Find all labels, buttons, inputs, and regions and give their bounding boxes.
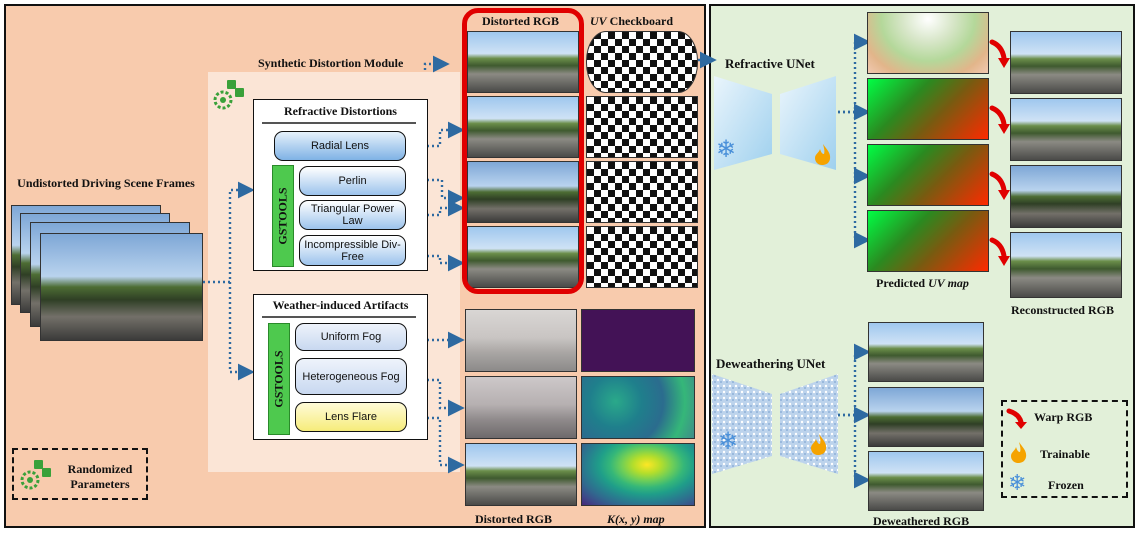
distorted-rgb-highlight [462, 8, 584, 294]
triangular-power-law-pill: Triangular Power Law [299, 200, 406, 230]
predicted-uv-3 [867, 144, 989, 206]
randomized-legend [12, 448, 148, 500]
weather-title: Weather-induced Artifacts [272, 298, 409, 312]
legend-frozen-label: Frozen [1048, 478, 1084, 492]
snowflake-icon: ❄ [718, 429, 739, 455]
weather-gstools-bar: GSTOOLS [268, 323, 290, 435]
predicted-uv-label-pre: Predicted [876, 276, 926, 290]
distorted-rgb-top-label: Distorted RGB [482, 14, 559, 28]
distorted-rgb-flare [465, 443, 577, 506]
gear-dice-icon [213, 80, 244, 110]
uv-checkboard-label: UV Checkboard [590, 14, 673, 29]
distorted-rgb-2 [467, 96, 579, 158]
reconstructed-rgb-label: Reconstructed RGB [1011, 303, 1114, 317]
warp-arrow-icon [989, 39, 1007, 61]
uv-checkboard-uv: UV [590, 14, 607, 28]
reconstructed-rgb-4 [1010, 232, 1122, 298]
gear-dice-icon [20, 460, 51, 490]
refractive-gstools-label: GSTOOLS [275, 187, 290, 245]
weather-gstools-label: GSTOOLS [271, 350, 286, 408]
snowflake-icon: ❄ [1008, 470, 1027, 495]
predicted-uv-2 [867, 78, 989, 140]
refractive-gstools-bar: GSTOOLS [272, 165, 294, 267]
uv-checker-4 [586, 226, 698, 288]
weather-divider [262, 316, 416, 318]
input-frame-front [40, 233, 203, 341]
warp-arrow-icon [1006, 408, 1027, 429]
distorted-rgb-3 [467, 161, 579, 223]
refractive-title: Refractive Distortions [284, 104, 397, 118]
uv-checker-1 [586, 31, 698, 93]
radial-lens-pill: Radial Lens [274, 131, 406, 161]
heterogeneous-fog-pill: Heterogeneous Fog [295, 358, 407, 395]
distorted-rgb-fog-1 [465, 309, 577, 372]
deweathering-unet-label: Deweathering UNet [716, 356, 826, 371]
flame-icon [815, 144, 831, 165]
deweathered-rgb-3 [868, 451, 984, 511]
distorted-rgb-1 [467, 31, 579, 93]
predicted-uv-label-italic: UV map [928, 276, 969, 290]
lens-flare-pill: Lens Flare [295, 402, 407, 432]
snowflake-icon: ❄ [716, 137, 737, 163]
perlin-pill: Perlin [299, 166, 406, 196]
deweathered-rgb-2 [868, 387, 984, 447]
module-title: Synthetic Distortion Module [258, 56, 404, 70]
uniform-fog-pill: Uniform Fog [295, 323, 407, 351]
distorted-rgb-fog-2 [465, 376, 577, 439]
uv-checkboard-rest: Checkboard [609, 14, 674, 28]
warp-arrow-icon [989, 105, 1007, 127]
distorted-rgb-bottom-label: Distorted RGB [475, 512, 552, 526]
uv-checker-3 [586, 161, 698, 223]
reconstructed-rgb-3 [1010, 165, 1122, 228]
predicted-uv-4 [867, 210, 989, 272]
deweathered-rgb-1 [868, 322, 984, 382]
k-map-label: K(x, y) map [607, 512, 665, 526]
refractive-unet-label: Refractive UNet [725, 56, 815, 71]
k-map-heterogeneous [581, 376, 695, 439]
legend-trainable-label: Trainable [1040, 447, 1090, 461]
incompressible-div-free-pill: Incompressible Div-Free [299, 235, 406, 266]
reconstructed-rgb-1 [1010, 31, 1122, 94]
warp-arrow-icon [989, 237, 1007, 259]
deweathered-rgb-label: Deweathered RGB [873, 514, 970, 528]
flame-icon [811, 434, 827, 455]
randomized-label: Randomized Parameters [67, 462, 133, 491]
input-frames-label: Undistorted Driving Scene Frames [17, 176, 195, 190]
refractive-divider [262, 122, 416, 124]
legend [1001, 400, 1128, 498]
refractive-unet-shape [714, 76, 836, 170]
k-map-flare [581, 443, 695, 506]
deweathering-unet-shape [712, 374, 838, 474]
warp-arrow-icon [989, 171, 1007, 193]
legend-warp-label: Warp RGB [1034, 410, 1093, 424]
uv-checker-2 [586, 96, 698, 158]
flame-icon [1011, 442, 1027, 463]
distorted-rgb-4 [467, 226, 579, 288]
warp-arrows [989, 39, 1010, 266]
predicted-uv-label: Predicted UV map [876, 276, 969, 291]
reconstructed-rgb-2 [1010, 98, 1122, 161]
predicted-uv-1 [867, 12, 989, 74]
k-map-uniform [581, 309, 695, 372]
